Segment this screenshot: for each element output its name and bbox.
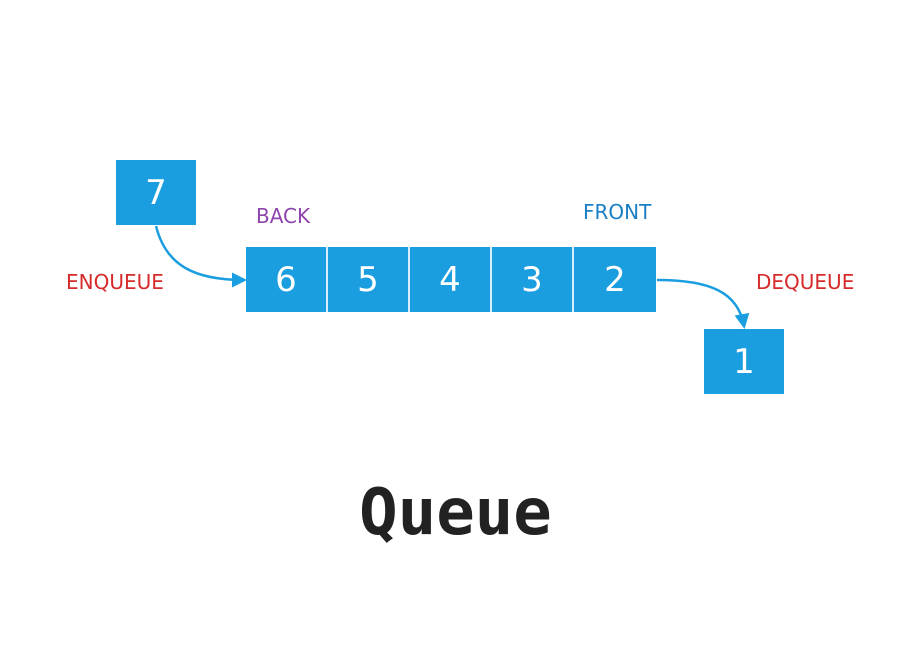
enqueue-arrow — [154, 225, 247, 288]
queue-cell-value: 4 — [439, 259, 461, 300]
enqueue-item-value: 7 — [145, 172, 167, 213]
dequeue-label: DEQUEUE — [756, 270, 855, 294]
dequeue-arrow — [656, 278, 750, 329]
queue-cell: 6 — [246, 247, 328, 312]
queue-cell: 3 — [492, 247, 574, 312]
queue-cell-value: 2 — [604, 259, 626, 300]
dequeue-item-box: 1 — [704, 329, 784, 394]
queue-cell-value: 5 — [357, 259, 379, 300]
front-label: FRONT — [583, 200, 652, 224]
queue-cell: 4 — [410, 247, 492, 312]
queue-cell: 5 — [328, 247, 410, 312]
queue-cell: 2 — [574, 247, 656, 312]
enqueue-item-box: 7 — [116, 160, 196, 225]
queue-cell-value: 3 — [521, 259, 543, 300]
diagram-title: Queue — [359, 476, 552, 550]
back-label: BACK — [256, 204, 311, 228]
queue-cell-value: 6 — [275, 259, 297, 300]
enqueue-label: ENQUEUE — [66, 270, 164, 294]
dequeue-item-value: 1 — [733, 341, 755, 382]
